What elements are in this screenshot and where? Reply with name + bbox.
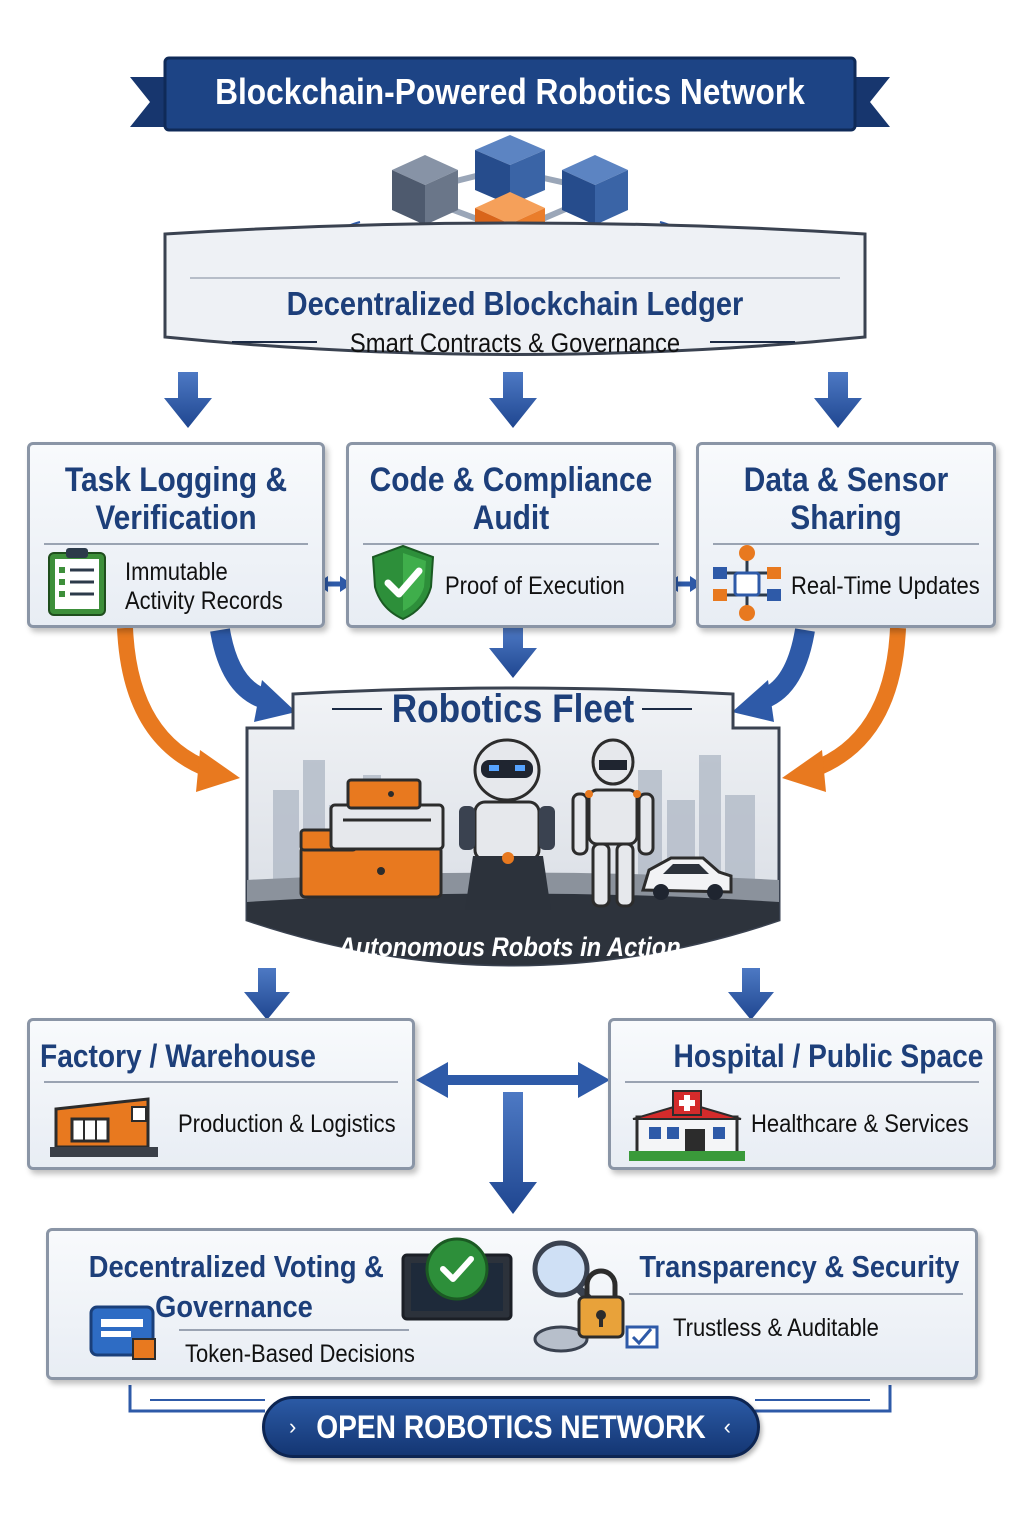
data-sharing-title-2: Sharing [790,499,902,537]
hospital-title: Hospital / Public Space [673,1038,984,1074]
network-nodes-icon [713,545,781,621]
divider [44,543,308,545]
ledger-title: Decentralized Blockchain Ledger [286,285,744,322]
voting-title-1: Decentralized Voting & [88,1249,384,1284]
title-banner [130,56,890,132]
ledger-rule-left [232,341,317,343]
fleet-title-rule-right [642,708,692,710]
data-sharing-desc: Real-Time Updates [791,572,980,600]
ledger-panel [163,221,867,356]
ledger-subtitle: Smart Contracts & Governance [349,328,681,358]
magnifier-lock-icon [532,1240,659,1353]
open-network-badge[interactable]: OPEN ROBOTICS NETWORK › ‹ [262,1396,760,1458]
verified-monitor-icon [401,1237,513,1321]
hospital-icon [629,1090,745,1161]
divider [625,1081,979,1083]
hospital-desc: Healthcare & Services [751,1110,969,1138]
factory-desc: Production & Logistics [178,1110,396,1138]
voting-desc: Token-Based Decisions [185,1340,415,1368]
warehouse-icon [50,1097,158,1157]
blockchain-blocks-icon [341,135,679,268]
ballot-icon [89,1305,156,1360]
chevron-right-icon: › [289,1414,297,1439]
divider [179,1329,409,1331]
task-logging-desc-1: Immutable [125,558,228,586]
task-logging-card: Task Logging & Verification Immutable Ac… [27,442,325,628]
code-compliance-desc: Proof of Execution [445,572,625,600]
fleet-panel [245,686,781,967]
divider [629,1293,963,1295]
fleet-caption: Autonomous Robots in Action. [338,932,688,962]
task-logging-title-1: Task Logging & [64,461,288,499]
task-logging-desc-2: Activity Records [125,587,283,615]
divider [363,543,659,545]
data-sharing-title-1: Data & Sensor [743,461,949,499]
divider [44,1081,398,1083]
voting-title-2: Governance [155,1289,313,1324]
shield-check-icon [371,544,435,621]
security-title: Transparency & Security [639,1249,960,1284]
factory-title: Factory / Warehouse [40,1038,316,1074]
governance-panel: Decentralized Voting & Governance Token-… [46,1228,978,1380]
footer-label: OPEN ROBOTICS NETWORK [316,1409,706,1445]
code-compliance-title-2: Audit [472,499,550,537]
fleet-title-rule-left [332,708,382,710]
hospital-card: Hospital / Public Space Healthcare & Ser… [608,1018,996,1170]
fleet-title: Robotics Fleet [391,687,635,731]
data-sharing-card: Data & Sensor Sharing Real-Time Updates [696,442,996,628]
clipboard-icon [48,548,106,616]
task-logging-title-2: Verification [95,499,257,537]
code-compliance-title-1: Code & Compliance [369,461,653,499]
divider [713,543,979,545]
factory-card: Factory / Warehouse Production & Logisti… [27,1018,415,1170]
chevron-left-icon: ‹ [723,1414,731,1439]
ledger-rule-right [710,341,795,343]
code-compliance-card: Code & Compliance Audit Proof of Executi… [346,442,676,628]
page-title: Blockchain-Powered Robotics Network [215,71,805,112]
security-desc: Trustless & Auditable [673,1314,879,1342]
